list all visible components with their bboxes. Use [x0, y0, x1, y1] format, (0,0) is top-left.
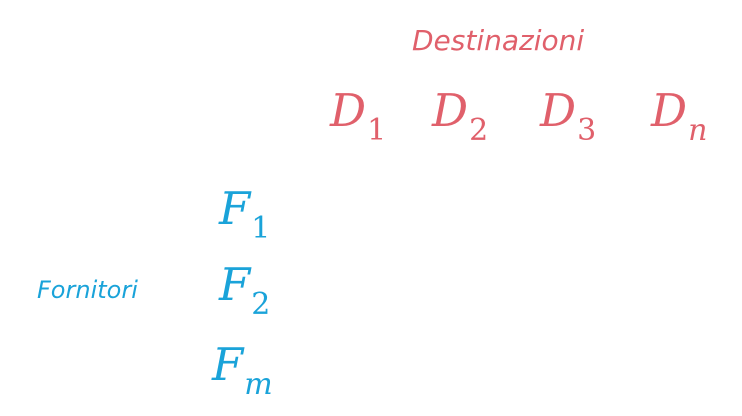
destination-symbol: D: [540, 84, 577, 137]
destination-subscript: 1: [367, 113, 387, 148]
supplier-fm: Fm: [212, 342, 273, 400]
destination-symbol: D: [432, 84, 469, 137]
destination-d1: D1: [330, 88, 386, 146]
suppliers-title: Fornitori: [37, 276, 138, 304]
destination-subscript: n: [688, 113, 708, 148]
destination-d3: D3: [540, 88, 596, 146]
supplier-subscript: 1: [251, 211, 271, 246]
destination-subscript: 3: [577, 113, 597, 148]
supplier-f1: F1: [219, 186, 270, 244]
supplier-f2: F2: [219, 262, 270, 320]
destinations-title: Destinazioni: [412, 24, 585, 57]
destination-subscript: 2: [469, 113, 489, 148]
supplier-symbol: F: [212, 338, 244, 391]
supplier-subscript: m: [244, 367, 273, 402]
supplier-subscript: 2: [251, 287, 271, 322]
supplier-symbol: F: [219, 182, 251, 235]
destination-symbol: D: [330, 84, 367, 137]
supplier-symbol: F: [219, 258, 251, 311]
destination-dn: Dn: [651, 88, 707, 146]
destination-symbol: D: [651, 84, 688, 137]
destination-d2: D2: [432, 88, 488, 146]
